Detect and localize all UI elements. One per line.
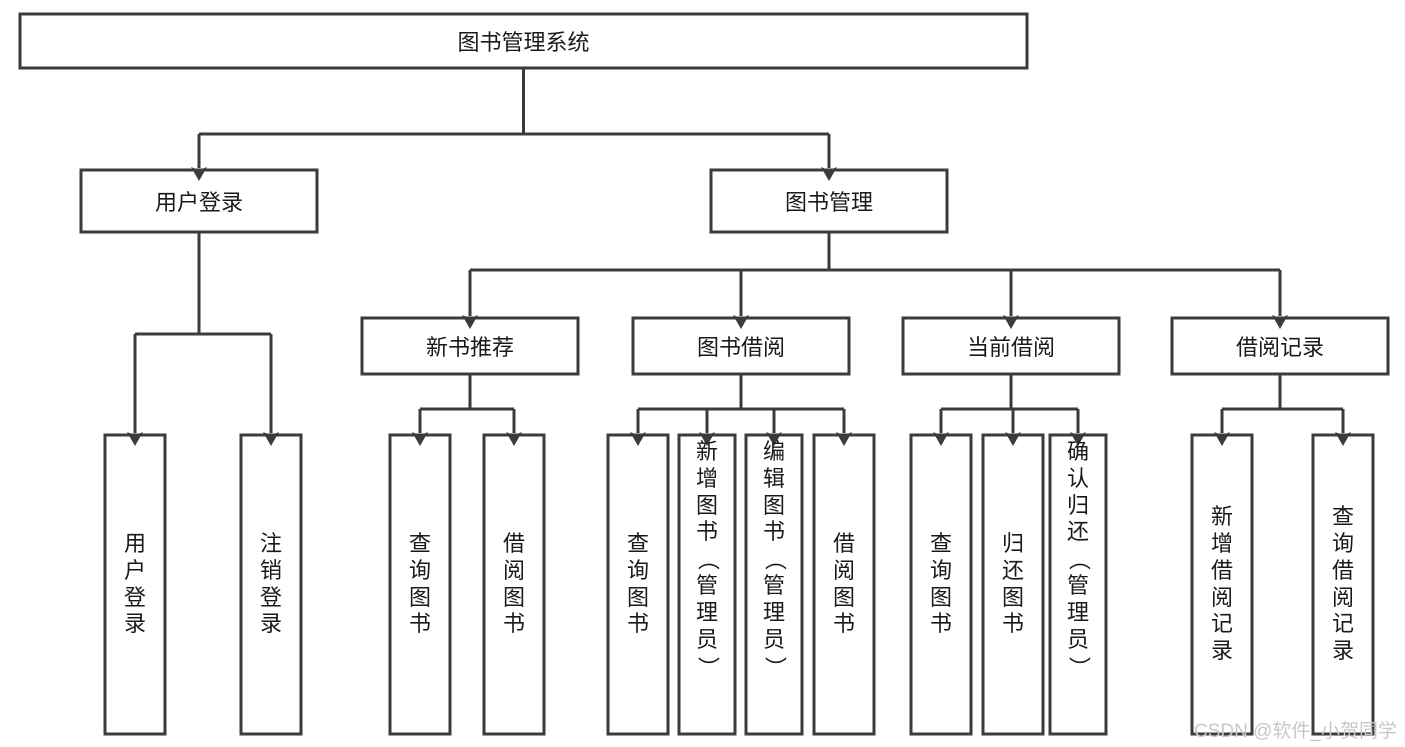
node-box-current-borrow[interactable] (901, 316, 1121, 376)
node-box-leaf-query-book-rec[interactable] (388, 433, 452, 736)
node-box-book-manage[interactable] (709, 168, 949, 234)
node-box-leaf-return-book[interactable] (981, 433, 1045, 736)
node-box-leaf-add-record[interactable] (1190, 433, 1254, 736)
node-box-leaf-add-book[interactable] (677, 433, 737, 736)
boxes-layer (18, 12, 1390, 736)
node-box-new-book-rec[interactable] (360, 316, 580, 376)
node-box-leaf-user-login[interactable] (103, 433, 167, 736)
node-box-leaf-query-record[interactable] (1311, 433, 1375, 736)
node-box-leaf-edit-book[interactable] (744, 433, 804, 736)
edges-layer (127, 68, 1351, 446)
node-box-leaf-borrow-book-rec[interactable] (482, 433, 546, 736)
node-box-borrow-record[interactable] (1170, 316, 1390, 376)
node-box-book-borrow[interactable] (631, 316, 851, 376)
node-box-leaf-user-logout[interactable] (239, 433, 303, 736)
node-box-user-login[interactable] (79, 168, 319, 234)
node-box-leaf-borrow-book[interactable] (812, 433, 876, 736)
node-box-root[interactable] (18, 12, 1029, 70)
node-box-leaf-confirm-return[interactable] (1048, 433, 1108, 736)
node-box-leaf-query-book-borrow[interactable] (606, 433, 670, 736)
node-box-leaf-query-book-current[interactable] (909, 433, 973, 736)
